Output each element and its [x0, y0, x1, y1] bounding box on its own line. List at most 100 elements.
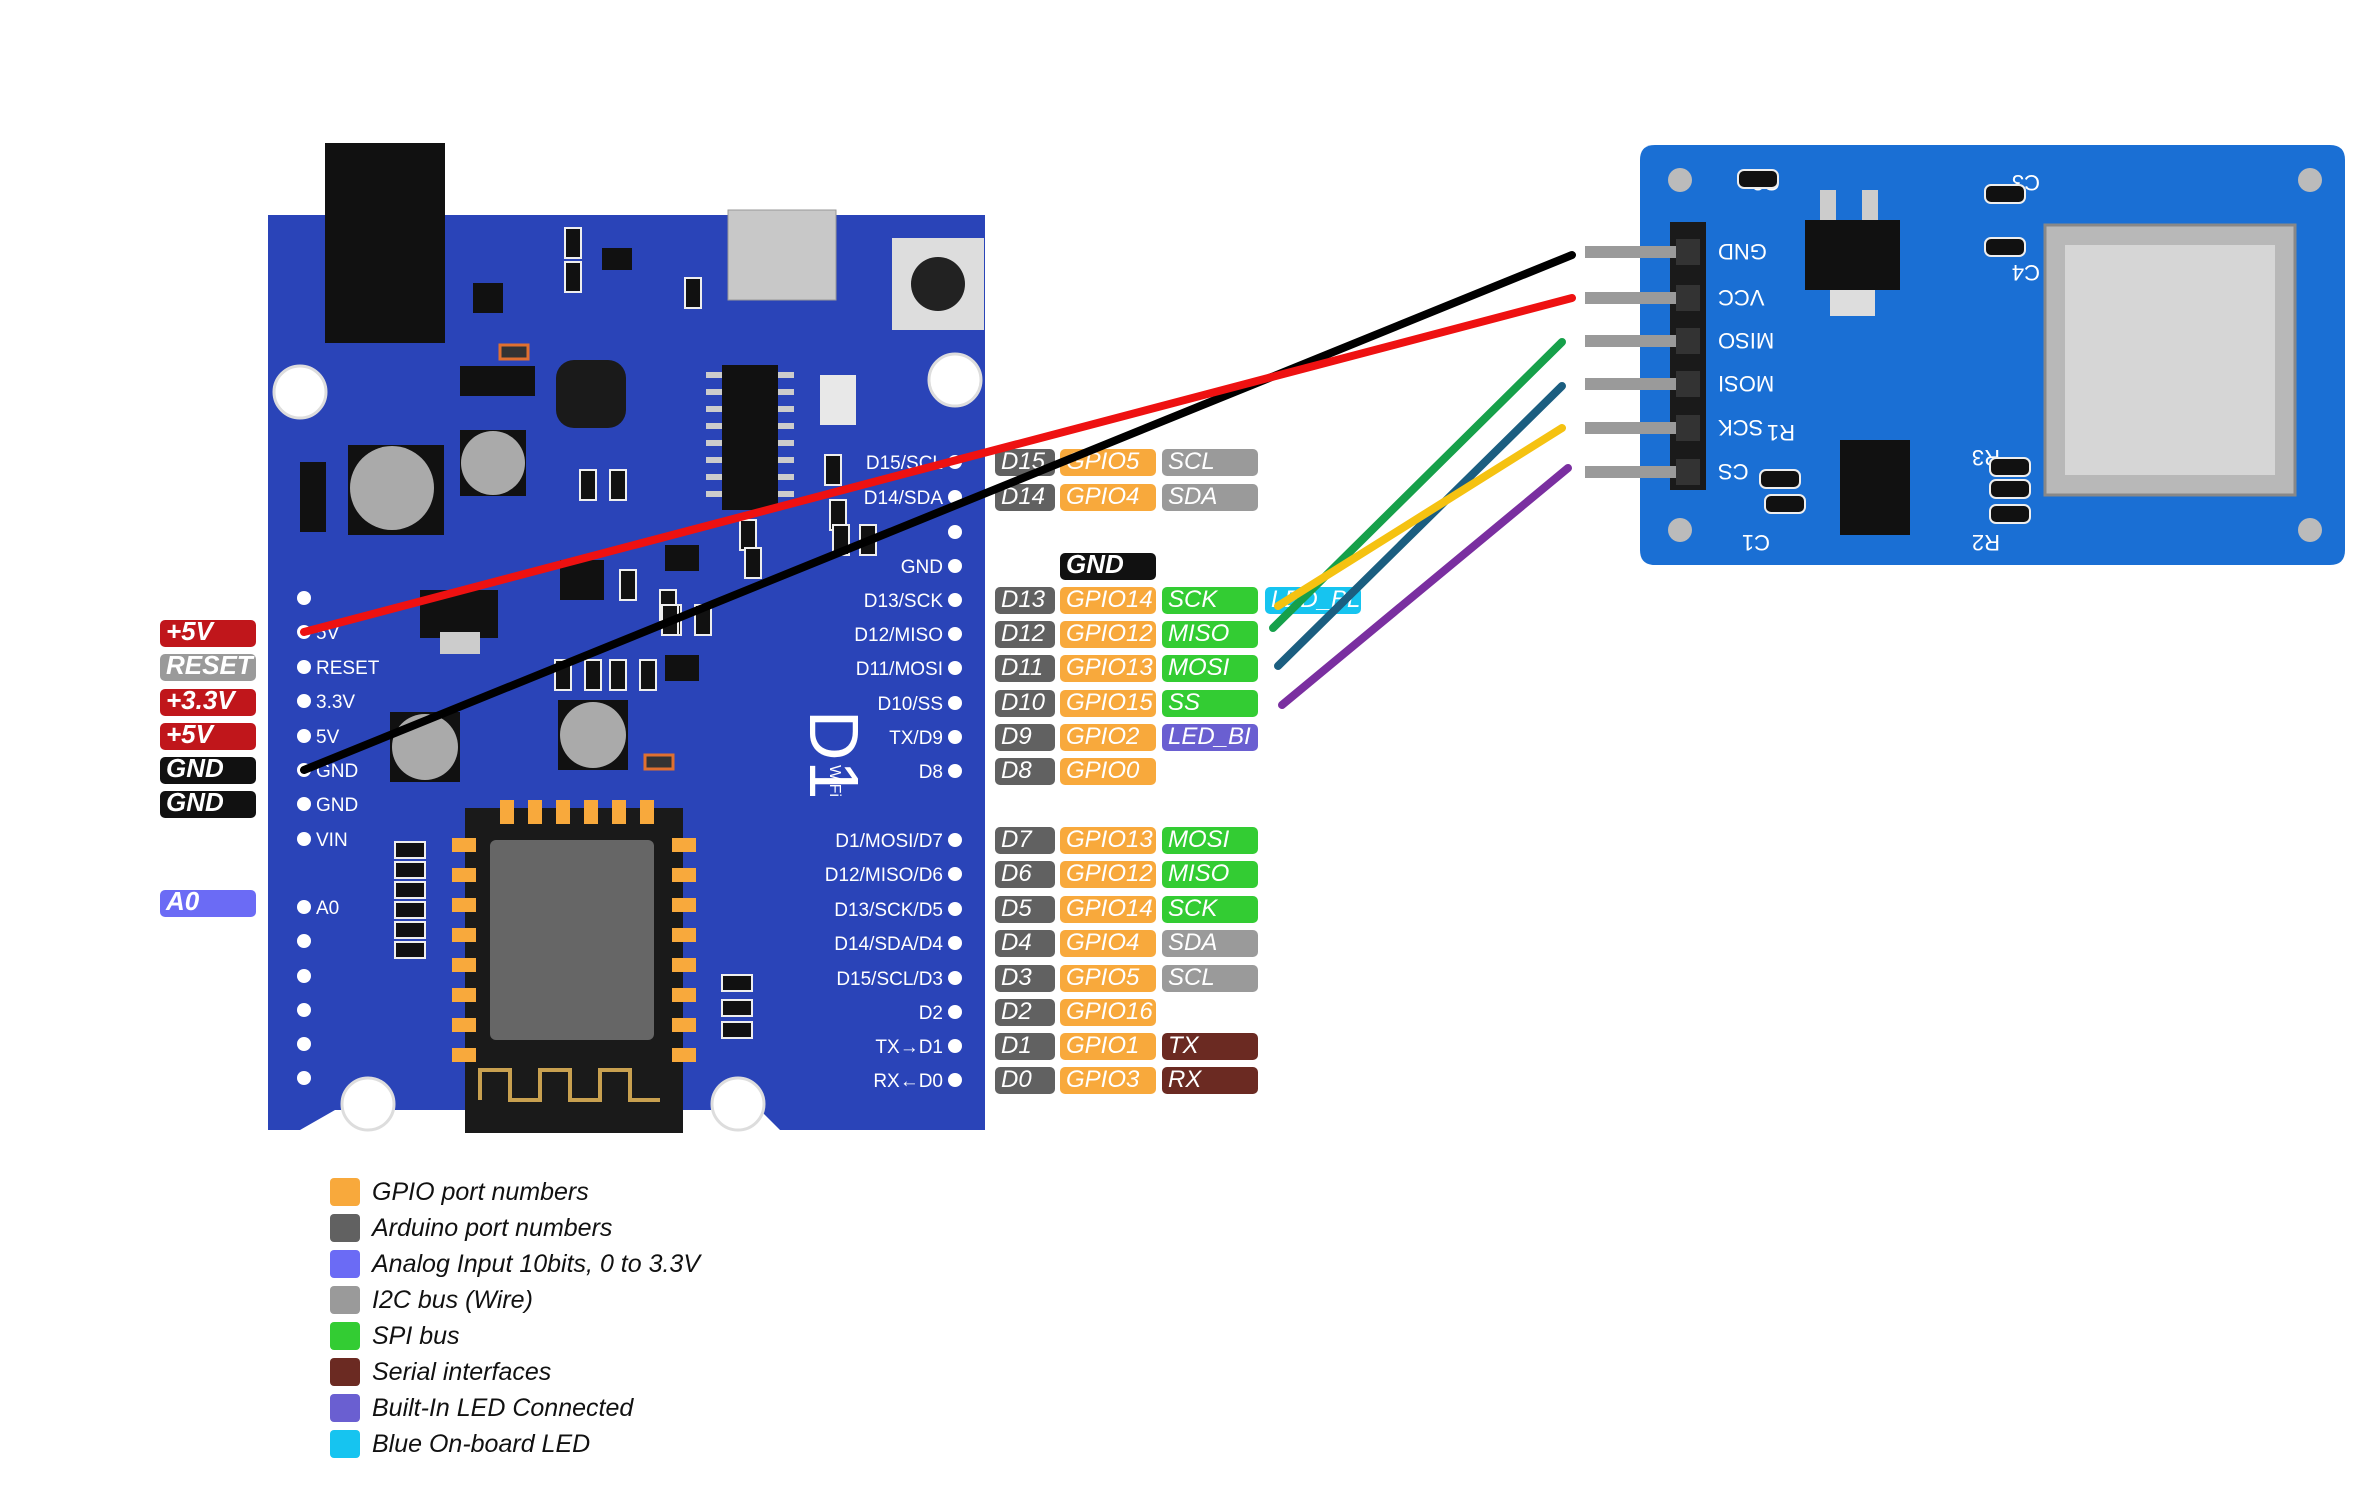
legend-swatch: [330, 1430, 360, 1458]
function-tag: SDA: [1162, 929, 1258, 957]
gpio-tag: GPIO5: [1060, 964, 1156, 992]
mount-hole: [272, 364, 328, 420]
smd-part: [684, 277, 702, 309]
smd-part: [394, 881, 426, 899]
esp-pad: [672, 1048, 696, 1062]
gpio-tag: GPIO4: [1060, 483, 1156, 511]
legend-item: SPI bus: [330, 1322, 460, 1350]
gpio-tag: GPIO14: [1060, 586, 1156, 614]
right-pin-label: D13/SCK: [864, 591, 944, 612]
legend-item: Arduino port numbers: [330, 1214, 612, 1242]
esp-pad: [452, 958, 476, 972]
function-tag-label: SDA: [1168, 929, 1217, 956]
sd-smd-part: [1764, 494, 1806, 514]
gpio-tag: GPIO16: [1060, 998, 1156, 1026]
diode: [460, 366, 535, 396]
legend-swatch: [330, 1358, 360, 1386]
pin-hole: [948, 525, 962, 539]
function-tag: SS: [1162, 689, 1258, 717]
arduino-port-tag-label: D2: [1001, 998, 1032, 1025]
gpio-tag-label: GPIO2: [1066, 723, 1139, 750]
gpio-tag-label: GPIO16: [1066, 998, 1153, 1025]
esp-shield: [490, 840, 654, 1040]
antenna-trace: [478, 1068, 660, 1102]
left-tag-label: +5V: [166, 719, 216, 749]
right-pin-label: D10/SS: [878, 694, 943, 715]
function-tag: TX: [1162, 1032, 1258, 1060]
pin-hole: [948, 902, 962, 916]
left-pin-label: 5V: [316, 727, 340, 748]
pin-hole: [297, 660, 311, 674]
right-pin-label: D15/SCL/D3: [836, 969, 943, 990]
legend-label: Built-In LED Connected: [372, 1394, 634, 1422]
pin-hole: [297, 694, 311, 708]
gpio-tag: GPIO14: [1060, 895, 1156, 923]
mount-hole: [340, 1076, 396, 1132]
esp-pad: [672, 958, 696, 972]
smd-part: [394, 861, 426, 879]
mount-hole: [710, 1076, 766, 1132]
gpio-tag: GPIO15: [1060, 689, 1156, 717]
left-tag-label: GND: [166, 787, 224, 817]
smd-part: [609, 659, 627, 691]
chip-leg: [778, 406, 794, 412]
gpio-tag: GPIO12: [1060, 860, 1156, 888]
esp-pad: [500, 800, 514, 824]
right-pin-label: D13/SCK/D5: [834, 900, 943, 921]
pin-hole: [297, 1003, 311, 1017]
pin-hole: [297, 1071, 311, 1085]
sd-smd-part: [1989, 457, 2031, 477]
transistor: [473, 283, 503, 313]
function-tag: MISO: [1162, 860, 1258, 888]
legend-label: Blue On-board LED: [372, 1430, 590, 1458]
chip-leg: [706, 389, 722, 395]
sd-pin-label: MISO: [1718, 328, 1774, 353]
mosi-wire: [1274, 382, 1566, 670]
sd-smd-part: [1984, 237, 2026, 257]
sd-component-label: R1: [1767, 420, 1795, 445]
right-pin-label: D12/MISO/D6: [825, 865, 943, 886]
function-tag: LED_BI: [1162, 723, 1258, 751]
gpio-tag-label: GPIO12: [1066, 620, 1153, 647]
left-tag-label: +5V: [166, 616, 216, 646]
sd-pin-label: GND: [1718, 239, 1767, 264]
inductor: [556, 360, 626, 428]
smd-part: [579, 469, 597, 501]
arduino-port-tag-label: D10: [1001, 689, 1046, 716]
smd-part: [721, 974, 753, 992]
pin-hole: [948, 1005, 962, 1019]
arduino-port-tag-label: D4: [1001, 929, 1032, 956]
smd-part: [739, 519, 757, 551]
smd-part: [721, 999, 753, 1017]
pin-hole: [948, 627, 962, 641]
function-tag: SCL: [1162, 448, 1258, 476]
gpio-tag: GPIO1: [1060, 1032, 1156, 1060]
sd-pin-label: VCC: [1718, 285, 1765, 310]
sd-slot-face: [2065, 245, 2275, 475]
right-pin-label: D12/MISO: [854, 625, 943, 646]
left-pin-label: VIN: [316, 830, 348, 851]
left-tag: A0: [160, 886, 256, 917]
pin-hole: [948, 559, 962, 573]
legend-label: SPI bus: [372, 1322, 460, 1350]
arduino-port-tag: D7: [995, 826, 1055, 854]
pin-hole: [948, 730, 962, 744]
transistor: [665, 655, 699, 681]
right-pin-label: TX→D1: [875, 1037, 943, 1058]
sck-wire: [1274, 424, 1566, 610]
gpio-tag: GPIO4: [1060, 929, 1156, 957]
sd-regulator-pin: [1862, 190, 1878, 220]
arduino-port-tag: D12: [995, 620, 1055, 648]
legend-swatch: [330, 1286, 360, 1314]
vcc-wire: [300, 294, 1576, 636]
arduino-port-tag-label: D5: [1001, 895, 1032, 922]
right-pin-label: D1/MOSI/D7: [835, 831, 943, 852]
mount-hole: [927, 352, 983, 408]
function-tag: SDA: [1162, 483, 1258, 511]
mount-hole: [2298, 518, 2322, 542]
gpio-tag-label: GPIO13: [1066, 826, 1153, 853]
chip-leg: [778, 440, 794, 446]
right-pin-label: GND: [901, 557, 943, 578]
